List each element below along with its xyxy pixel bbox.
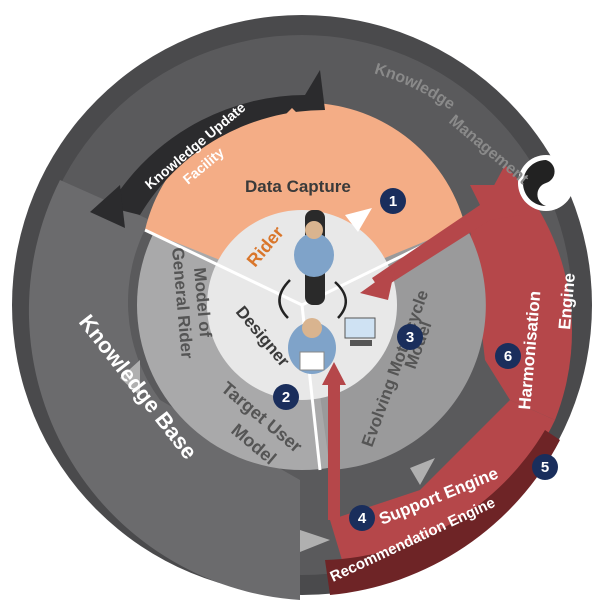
arrow-right-mid — [410, 458, 435, 485]
badge-5: 5 — [532, 454, 558, 480]
knowledge-base-segment — [28, 180, 301, 600]
rider-figure — [294, 210, 334, 305]
designer-figure — [288, 318, 336, 374]
support-engine-segment — [330, 400, 555, 570]
svg-text:4: 4 — [358, 510, 367, 527]
red-arrow-center — [360, 268, 395, 300]
svg-text:6: 6 — [504, 348, 512, 365]
badge-2: 2 — [273, 384, 299, 410]
arrow-left — [120, 360, 140, 396]
badge-4: 4 — [349, 505, 375, 531]
arrow-into-center — [345, 208, 372, 232]
harmonisation-label-2: Engine — [555, 272, 579, 330]
red-arrow-vertical — [328, 380, 340, 520]
cycle-arrow-right — [334, 281, 347, 319]
red-arrow-vertical-head — [322, 362, 346, 385]
cycle-arrow-left — [278, 279, 291, 319]
knowledge-update-band — [100, 70, 325, 215]
arrow-bottom — [300, 530, 330, 552]
harmonisation-logo-icon — [518, 155, 574, 211]
computer-icon — [344, 317, 376, 346]
badge-6: 6 — [495, 343, 521, 369]
svg-text:1: 1 — [389, 193, 397, 210]
arrow-up-stem — [287, 130, 297, 160]
svg-text:2: 2 — [282, 389, 290, 406]
data-capture-segment — [145, 102, 465, 263]
knowledge-up-arrow — [272, 108, 312, 128]
divider — [144, 228, 303, 307]
data-capture-label: Data Capture — [245, 177, 351, 196]
badge-3: 3 — [397, 324, 423, 350]
svg-text:3: 3 — [406, 329, 414, 346]
badge-1: 1 — [380, 188, 406, 214]
svg-text:5: 5 — [541, 459, 549, 476]
knowledge-update-arrowhead — [90, 185, 125, 228]
red-arrow-harmonisation — [372, 185, 520, 290]
recommendation-engine-segment — [325, 430, 560, 595]
